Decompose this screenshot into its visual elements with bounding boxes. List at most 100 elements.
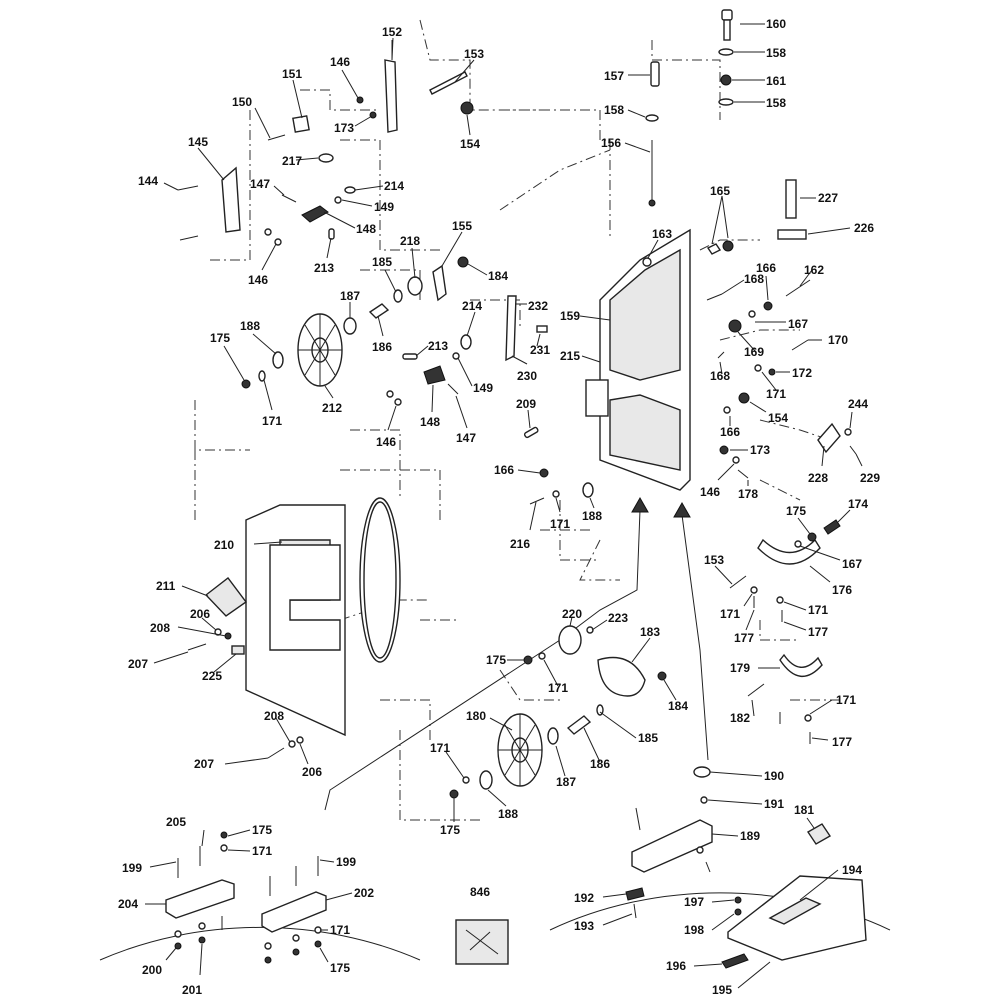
label-171: 171 (430, 741, 450, 755)
label-191: 191 (764, 797, 784, 811)
part-198-washer (734, 908, 742, 916)
part-167-washer (748, 310, 756, 318)
label-215: 215 (560, 349, 580, 363)
label-165: 165 (710, 184, 730, 198)
pointer-arrows (324, 496, 709, 811)
part-171-washer-f (538, 652, 546, 660)
label-216: 216 (510, 537, 530, 551)
label-158: 158 (766, 96, 786, 110)
label-180: 180 (466, 709, 486, 723)
part-201-nut (198, 936, 206, 944)
label-177: 177 (832, 735, 852, 749)
arrow-head-right (673, 501, 691, 518)
part-160-bolt-head (721, 9, 733, 21)
part-214-clip (344, 186, 356, 194)
part-labels: 160 158 161 158 157 158 156 152 153 146 … (118, 17, 880, 997)
label-208: 208 (150, 621, 170, 635)
part-185-ring (393, 289, 403, 303)
main-frame (585, 179, 857, 491)
part-186-axle (368, 303, 390, 319)
part-171-washer-e (776, 596, 784, 604)
part-171-washer-c (552, 490, 560, 498)
label-199: 199 (122, 861, 142, 875)
label-211: 211 (156, 579, 176, 593)
part-145-bracket (221, 166, 241, 233)
label-214: 214 (384, 179, 404, 193)
label-171: 171 (330, 923, 350, 937)
part-197-nut (734, 896, 742, 904)
label-146: 146 (376, 435, 396, 449)
label-177: 177 (808, 625, 828, 639)
label-152: 152 (382, 25, 402, 39)
part-220-pulley (558, 625, 582, 655)
label-158: 158 (604, 103, 624, 117)
right-guard-hardware (729, 519, 841, 744)
table-detail (625, 766, 867, 969)
label-210: 210 (214, 538, 234, 552)
label-200: 200 (142, 963, 162, 977)
label-179: 179 (730, 661, 750, 675)
part-175-nut-e (220, 831, 228, 839)
label-217: 217 (282, 154, 302, 168)
label-146: 146 (700, 485, 720, 499)
label-171: 171 (252, 844, 272, 858)
part-204-block (165, 879, 235, 919)
part-244-washer (844, 428, 852, 436)
part-208-washer-b (288, 740, 296, 748)
part-168-pin-b (717, 351, 725, 359)
part-225-label (231, 645, 245, 655)
label-171: 171 (766, 387, 786, 401)
part-146-washer (274, 238, 282, 246)
part-214-clip-b (460, 334, 472, 350)
label-212: 212 (322, 401, 342, 415)
part-147-pin (281, 194, 297, 203)
part-162-pin (785, 279, 811, 297)
part-171-washer-g (804, 714, 812, 722)
label-213: 213 (314, 261, 334, 275)
label-209: 209 (516, 397, 536, 411)
label-227: 227 (818, 191, 838, 205)
part-165-screw (706, 243, 722, 255)
label-175: 175 (486, 653, 506, 667)
label-223: 223 (608, 611, 628, 625)
label-154: 154 (460, 137, 480, 151)
part-154-knob-b (738, 392, 750, 404)
part-171-washer (258, 370, 266, 382)
lower-guide-assembly (386, 295, 548, 439)
part-171-washer-i (220, 844, 228, 852)
label-205: 205 (166, 815, 186, 829)
label-178: 178 (738, 487, 758, 501)
part-187-bearing-b (547, 727, 559, 745)
part-189-rail (631, 819, 713, 873)
label-154: 154 (768, 411, 788, 425)
label-175: 175 (252, 823, 272, 837)
label-170: 170 (828, 333, 848, 347)
label-167: 167 (788, 317, 808, 331)
label-207: 207 (194, 757, 214, 771)
part-190-knob (693, 766, 711, 778)
label-244: 244 (848, 397, 868, 411)
part-175-nut-c (523, 655, 533, 665)
part-170-pin (791, 339, 809, 351)
part-154-knob (460, 101, 474, 115)
label-230: 230 (517, 369, 537, 383)
part-153-pin-b (729, 575, 747, 589)
part-191-washer (700, 796, 708, 804)
label-846: 846 (470, 885, 490, 899)
part-146-screw (356, 96, 364, 104)
part-217-washer (318, 153, 334, 163)
leader-lines (145, 23, 863, 989)
label-184: 184 (488, 269, 508, 283)
label-166: 166 (756, 261, 776, 275)
part-175-nut-b (807, 532, 817, 542)
part-149-washer (334, 196, 342, 204)
label-168: 168 (744, 272, 764, 286)
label-153: 153 (704, 553, 724, 567)
label-196: 196 (666, 959, 686, 973)
part-171-washer-d (750, 586, 758, 594)
label-228: 228 (808, 471, 828, 485)
label-171: 171 (836, 693, 856, 707)
part-158-washer-a (718, 48, 734, 56)
label-232: 232 (528, 299, 548, 313)
